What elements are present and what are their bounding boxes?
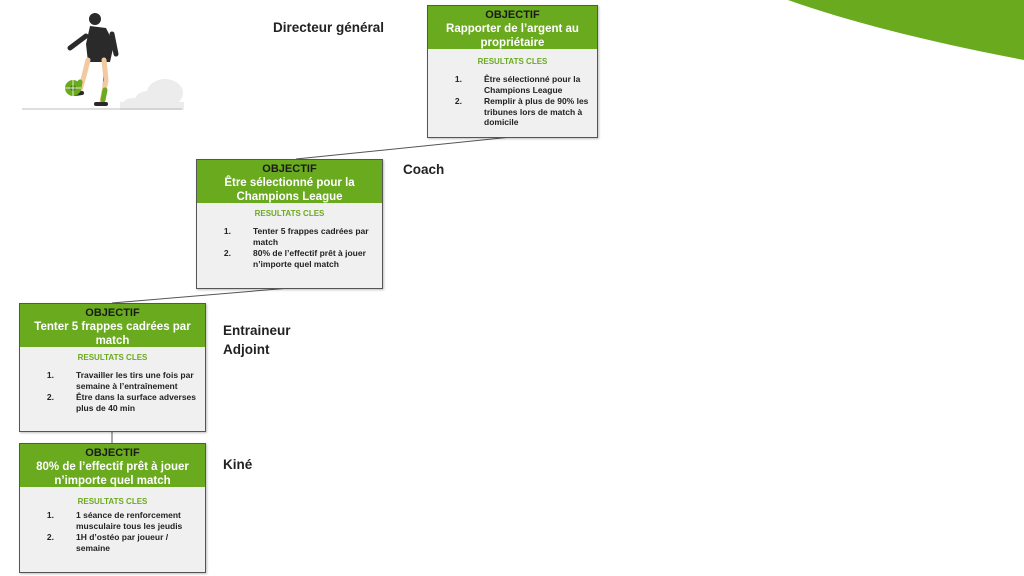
- okr-card-directeur: OBJECTIF Rapporter de l’argent au propri…: [427, 5, 598, 138]
- list-item-number: 1.: [46, 510, 54, 520]
- okr-card-entraineur-adjoint: OBJECTIF Tenter 5 frappes cadrées par ma…: [19, 303, 206, 432]
- list-item: 1. Tenter 5 frappes cadrées par match: [197, 226, 374, 247]
- role-entraineur-adjoint-line1: Entraineur: [223, 323, 291, 338]
- list-item-number: 2.: [46, 532, 54, 542]
- list-item-text: 80% de l’effectif prêt à jouer n’importe…: [253, 248, 366, 269]
- card-objective: 80% de l’effectif prêt à jouer n’importe…: [36, 461, 189, 487]
- card-objective: Tenter 5 frappes cadrées par match: [34, 321, 191, 347]
- cloud-icon: [120, 79, 184, 110]
- card-objective: Rapporter de l’argent au propriétaire: [446, 23, 579, 49]
- role-kine: Kiné: [223, 457, 253, 472]
- card-title: OBJECTIF: [262, 163, 317, 175]
- list-item: 2. 1H d’ostéo par joueur / semaine: [20, 532, 197, 553]
- card-title: OBJECTIF: [85, 447, 140, 459]
- list-item-number: 2.: [46, 392, 54, 402]
- results-label: RESULTATS CLES: [77, 497, 148, 506]
- role-directeur-general: Directeur général: [273, 20, 385, 35]
- list-item-text: Être sélectionné pour la Champions Leagu…: [484, 74, 581, 95]
- card-header: OBJECTIF 80% de l’effectif prêt à jouer …: [20, 444, 205, 487]
- list-item-text: Remplir à plus de 90% les tribunes lors …: [484, 96, 589, 127]
- list-item-number: 1.: [454, 74, 462, 84]
- okr-card-coach: OBJECTIF Être sélectionné pour la Champi…: [196, 159, 383, 289]
- list-item: 2. Remplir à plus de 90% les tribunes lor…: [428, 96, 589, 128]
- card-header: OBJECTIF Rapporter de l’argent au propri…: [428, 6, 597, 49]
- role-coach: Coach: [403, 162, 445, 177]
- list-item-text: Tenter 5 frappes cadrées par match: [253, 226, 369, 247]
- card-title: OBJECTIF: [485, 9, 540, 21]
- card-header: OBJECTIF Tenter 5 frappes cadrées par ma…: [20, 304, 205, 347]
- list-item-text: Travailler les tirs une fois par semaine…: [76, 370, 194, 391]
- key-results-list: 1. Tenter 5 frappes cadrées par match 2. 8…: [197, 226, 382, 269]
- list-item-text: 1 séance de renforcement musculaire tous…: [76, 510, 183, 531]
- list-item-number: 2.: [223, 248, 231, 258]
- card-header: OBJECTIF Être sélectionné pour la Champi…: [197, 160, 382, 203]
- list-item-number: 2.: [454, 96, 462, 106]
- list-item: 1. Travailler les tirs une fois par semai…: [20, 370, 197, 391]
- card-objective: Être sélectionné pour la Champions Leagu…: [224, 177, 355, 203]
- list-item-number: 1.: [46, 370, 54, 380]
- soccer-ball-icon: [65, 80, 81, 96]
- list-item-text: Être dans la surface adverses plus de 40…: [76, 392, 197, 413]
- results-label: RESULTATS CLES: [254, 209, 325, 218]
- card-title: OBJECTIF: [85, 307, 140, 319]
- key-results-list: 1. Travailler les tirs une fois par semai…: [20, 370, 205, 413]
- football-player-illustration: [22, 13, 184, 110]
- key-results-list: 1. Être sélectionné pour la Champions Lea…: [428, 74, 597, 128]
- results-label: RESULTATS CLES: [77, 353, 148, 362]
- role-entraineur-adjoint-line2: Adjoint: [223, 342, 270, 357]
- results-label: RESULTATS CLES: [477, 57, 548, 66]
- player-icon: [67, 13, 119, 106]
- okr-card-kine: OBJECTIF 80% de l’effectif prêt à jouer …: [19, 443, 206, 573]
- key-results-list: 1. 1 séance de renforcement musculaire to…: [20, 510, 205, 553]
- list-item: 1. Être sélectionné pour la Champions Lea…: [428, 74, 589, 95]
- list-item: 1. 1 séance de renforcement musculaire to…: [20, 510, 197, 531]
- list-item-text: 1H d’ostéo par joueur / semaine: [76, 532, 169, 553]
- list-item-number: 1.: [223, 226, 231, 236]
- list-item: 2. Être dans la surface adverses plus de …: [20, 392, 197, 413]
- list-item: 2. 80% de l’effectif prêt à jouer n’impor…: [197, 248, 374, 269]
